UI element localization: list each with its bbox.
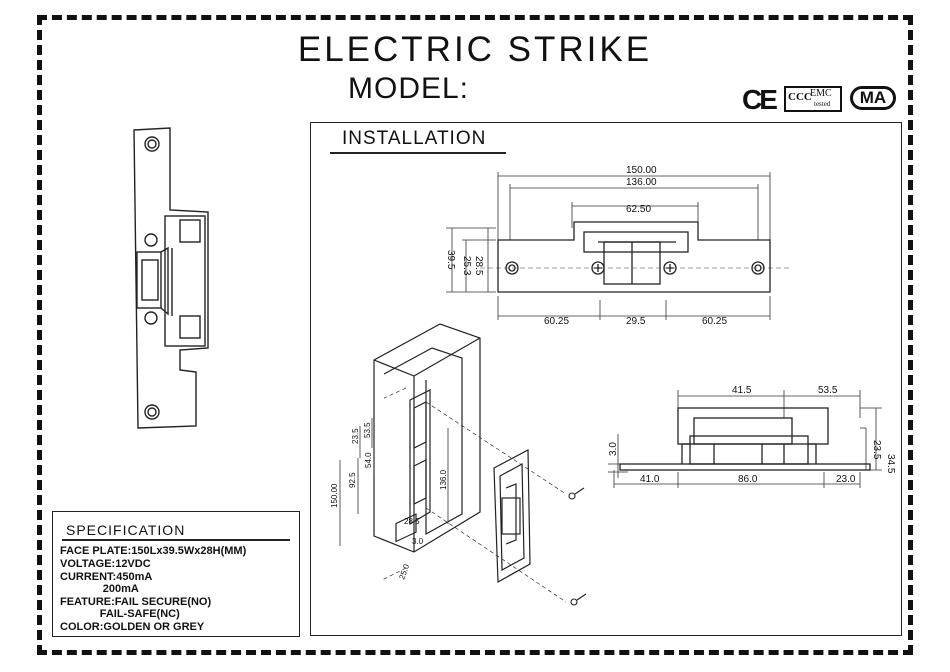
dim-side-34-5: 34.5 [885,454,896,474]
dim-53-5: 53.5 [363,422,372,438]
dim-hole-spacing: 136.00 [626,177,657,188]
dim-23-5: 23.5 [351,428,360,444]
dim-3-0: 3.0 [412,537,424,546]
dim-side-23-5: 23.5 [871,440,882,460]
spec-feature: FEATURE:FAIL SECURE(NO) [60,596,212,608]
model-label: MODEL: [348,72,470,105]
page-title: ELECTRIC STRIKE [297,30,653,69]
specification-title-underline [62,539,290,541]
spec-face-plate: FACE PLATE:150Lx39.5Wx28H(MM) [60,545,247,557]
installation-title-underline [330,152,506,154]
ccc-mark-text: CCC [788,91,812,103]
dim-side-plate: 3.0 [608,442,619,456]
dim-side-bottom-center: 86.0 [738,474,758,485]
spec-feature-2: FAIL-SAFE(NC) [60,608,180,620]
dim-right-segment: 60.25 [702,316,727,327]
spec-color: COLOR:GOLDEN OR GREY [60,621,205,633]
dim-side-top-right: 53.5 [818,385,838,396]
spec-current-2: 200mA [60,583,139,595]
dim-height-28-5: 28.5 [473,256,484,276]
dim-side-top-left: 41.5 [732,385,752,396]
dim-center-segment: 29.5 [626,316,646,327]
dim-25-0: 25.0 [397,562,411,580]
dim-height-25-3: 25.3 [461,256,472,276]
dim-side-bottom-right: 23.0 [836,474,856,485]
ccc-mark-icon: CCC [784,86,842,112]
dim-left-segment: 60.25 [544,316,569,327]
dim-side-bottom-left: 41.0 [640,474,660,485]
installation-title: INSTALLATION [342,128,487,149]
dim-28-5: 28.5 [404,517,420,526]
dim-height-39-5: 39.5 [445,250,456,270]
spec-voltage: VOLTAGE:12VDC [60,558,151,570]
specification-title: SPECIFICATION [66,522,186,538]
dim-54-0: 54.0 [364,452,373,468]
front-view-drawing: 150.00 136.00 62.50 60.25 29.5 60.25 25.… [445,165,790,327]
dim-136-0: 136.0 [439,469,448,490]
dim-overall-width: 150.00 [626,165,657,176]
ma-mark-icon: MA [850,86,896,110]
dim-body-width: 62.50 [626,204,651,215]
side-view-drawing: 41.5 53.5 41.0 86.0 23.0 3.0 34.5 23.5 [608,385,896,488]
installation-panel [310,122,902,636]
emc-label: EMC [810,88,832,99]
dashed-page-border [37,15,913,655]
specification-panel [52,511,300,637]
dim-150: 150.00 [330,483,339,508]
ce-mark-icon: CE [742,84,778,115]
door-frame-installation-drawing: 150.00 92.5 54.0 23.5 53.5 136.0 28.5 3.… [330,323,587,606]
spec-current: CURRENT:450mA [60,571,153,583]
emc-tested-label: tested [814,100,831,108]
dim-92-5: 92.5 [348,472,357,488]
strike-plate-drawing [133,127,209,429]
